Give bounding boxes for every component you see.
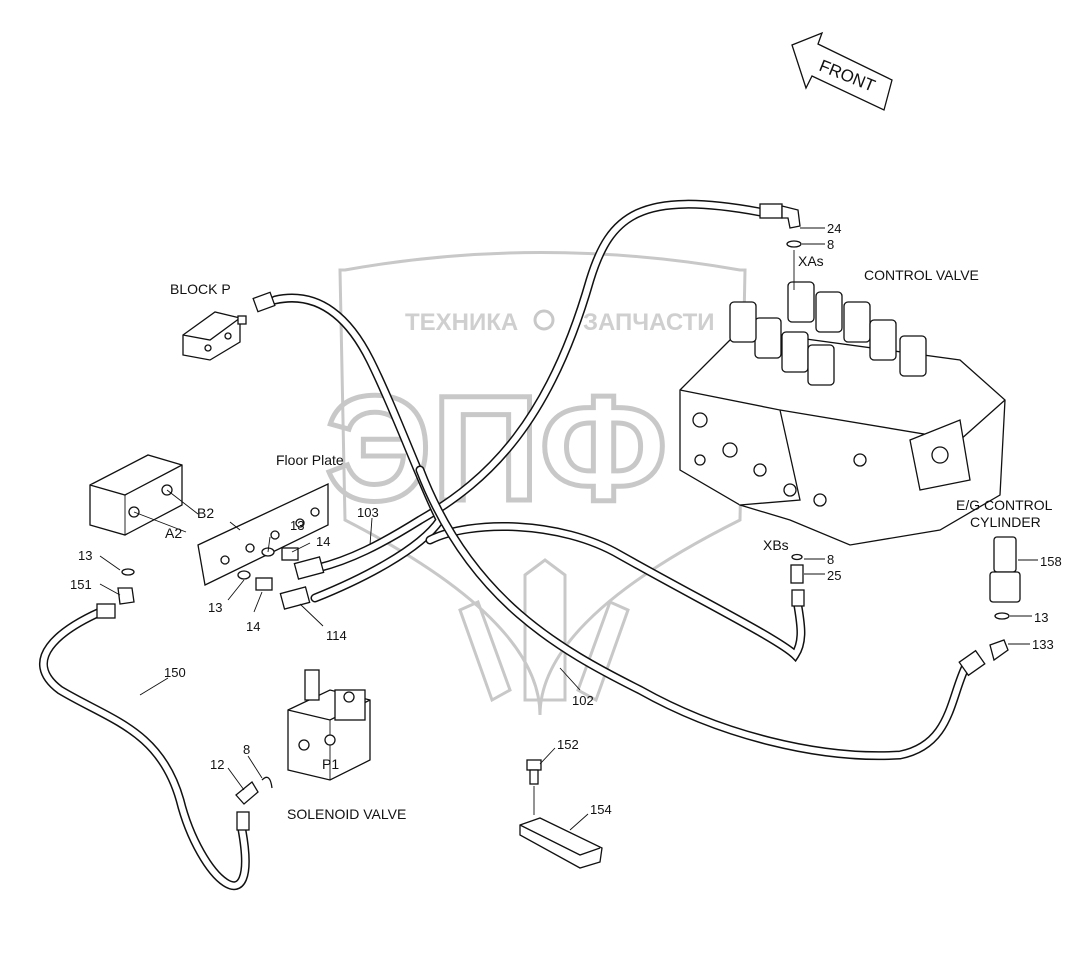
hose-102 <box>425 522 806 663</box>
hoses <box>39 199 970 891</box>
callout-12: 12 <box>210 757 224 772</box>
callout-8-xas: 8 <box>827 237 834 252</box>
front-arrow-icon <box>791 31 893 111</box>
port-b2: B2 <box>197 505 214 521</box>
hose-150 <box>39 607 250 891</box>
callout-158: 158 <box>1040 554 1062 569</box>
leader-lines <box>99 227 1038 831</box>
callout-13-plate-bottom: 13 <box>208 600 222 615</box>
callout-103: 103 <box>357 505 379 520</box>
callout-14-top: 14 <box>316 534 330 549</box>
bolt-152 <box>526 759 542 815</box>
callout-24: 24 <box>827 221 841 236</box>
control-valve <box>679 281 1006 546</box>
block-p <box>182 291 276 361</box>
valve-ports <box>692 412 949 507</box>
solenoid-valve <box>235 669 371 831</box>
port-labels: XAs XBs B2 A2 P1 <box>165 253 824 772</box>
callout-102: 102 <box>572 693 594 708</box>
watermark-gear-icon <box>533 309 555 331</box>
block-ab <box>89 454 183 619</box>
label-eg-line2: CYLINDER <box>970 514 1041 530</box>
label-floor-plate: Floor Plate <box>276 452 344 468</box>
callout-133: 133 <box>1032 637 1054 652</box>
callout-14-bottom: 14 <box>246 619 260 634</box>
watermark-text-right: ЗАПЧАСТИ <box>583 309 715 336</box>
fitting-xbs <box>790 553 805 607</box>
front-arrow: FRONT <box>791 31 893 111</box>
component-labels: BLOCK P CONTROL VALVE Floor Plate E/G CO… <box>170 267 1053 822</box>
floor-plate <box>197 482 329 610</box>
label-block-p: BLOCK P <box>170 281 231 297</box>
eg-control-cylinder <box>958 536 1021 677</box>
callout-8-xbs: 8 <box>827 552 834 567</box>
port-a2: A2 <box>165 525 182 541</box>
watermark: ТЕХНИКА ЗАПЧАСТИ ЭПФ <box>323 251 747 716</box>
callout-154: 154 <box>590 802 612 817</box>
port-p1: P1 <box>322 756 339 772</box>
label-eg-line1: E/G CONTROL <box>956 497 1053 513</box>
callout-25: 25 <box>827 568 841 583</box>
callout-8-solenoid: 8 <box>243 742 250 757</box>
callout-114: 114 <box>326 628 347 643</box>
callout-13-eg: 13 <box>1034 610 1048 625</box>
watermark-shield <box>338 251 747 716</box>
callout-13-block: 13 <box>78 548 92 563</box>
callout-13-plate-top: 13 <box>290 518 304 533</box>
port-xas: XAs <box>798 253 824 269</box>
port-xbs: XBs <box>763 537 789 553</box>
strap-154 <box>519 817 603 869</box>
label-solenoid-valve: SOLENOID VALVE <box>287 806 406 822</box>
callout-151: 151 <box>70 577 92 592</box>
callout-152: 152 <box>557 737 579 752</box>
part-callouts: 24 8 8 25 158 13 133 13 151 13 14 13 14 … <box>70 221 1062 817</box>
watermark-text-left: ТЕХНИКА <box>405 309 518 336</box>
fitting-xas <box>759 203 802 290</box>
label-control-valve: CONTROL VALVE <box>864 267 979 283</box>
callout-150: 150 <box>164 665 186 680</box>
valve-spools <box>729 281 927 386</box>
